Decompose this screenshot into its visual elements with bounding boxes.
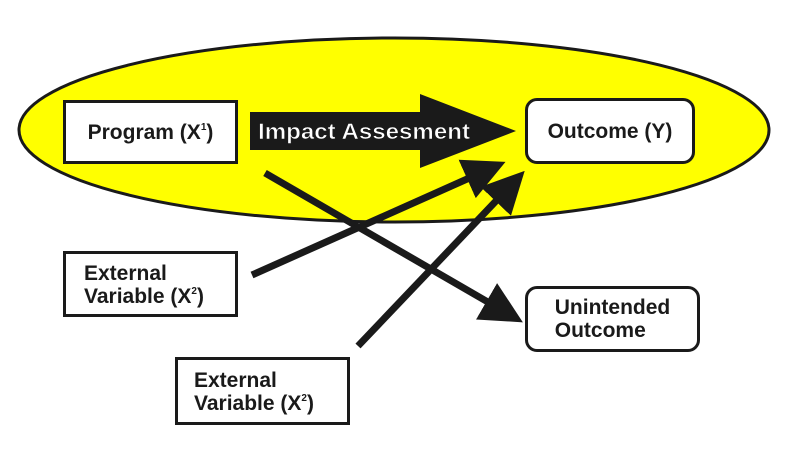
unintended-outcome-line2: Outcome: [554, 319, 646, 342]
program-label: Program (X1): [87, 120, 214, 144]
external1-to-outcome-arrow: [250, 159, 506, 279]
unintended-outcome-box: Unintended Outcome: [525, 286, 700, 352]
external-variable-1-line1: External: [84, 262, 167, 285]
impact-assessment-arrow: [250, 94, 516, 168]
program-to-unintended-arrow: [263, 169, 523, 323]
unintended-outcome-label: Unintended Outcome: [555, 296, 671, 342]
external-variable-1-line2: Variable (X2): [84, 285, 204, 308]
unintended-outcome-line1: Unintended: [554, 296, 671, 319]
external-variable-box-2: External Variable (X2): [175, 357, 350, 425]
outcome-box: Outcome (Y): [525, 98, 695, 164]
outcome-label: Outcome (Y): [547, 119, 673, 143]
external2-to-outcome-arrow: [355, 170, 525, 349]
external-variable-2-line2: Variable (X2): [194, 392, 314, 415]
program-box: Program (X1): [63, 100, 238, 164]
impact-assessment-label: Impact Assesment: [258, 119, 471, 144]
external-variable-box-1: External Variable (X2): [63, 251, 238, 317]
external-variable-2-line1: External: [194, 369, 277, 392]
